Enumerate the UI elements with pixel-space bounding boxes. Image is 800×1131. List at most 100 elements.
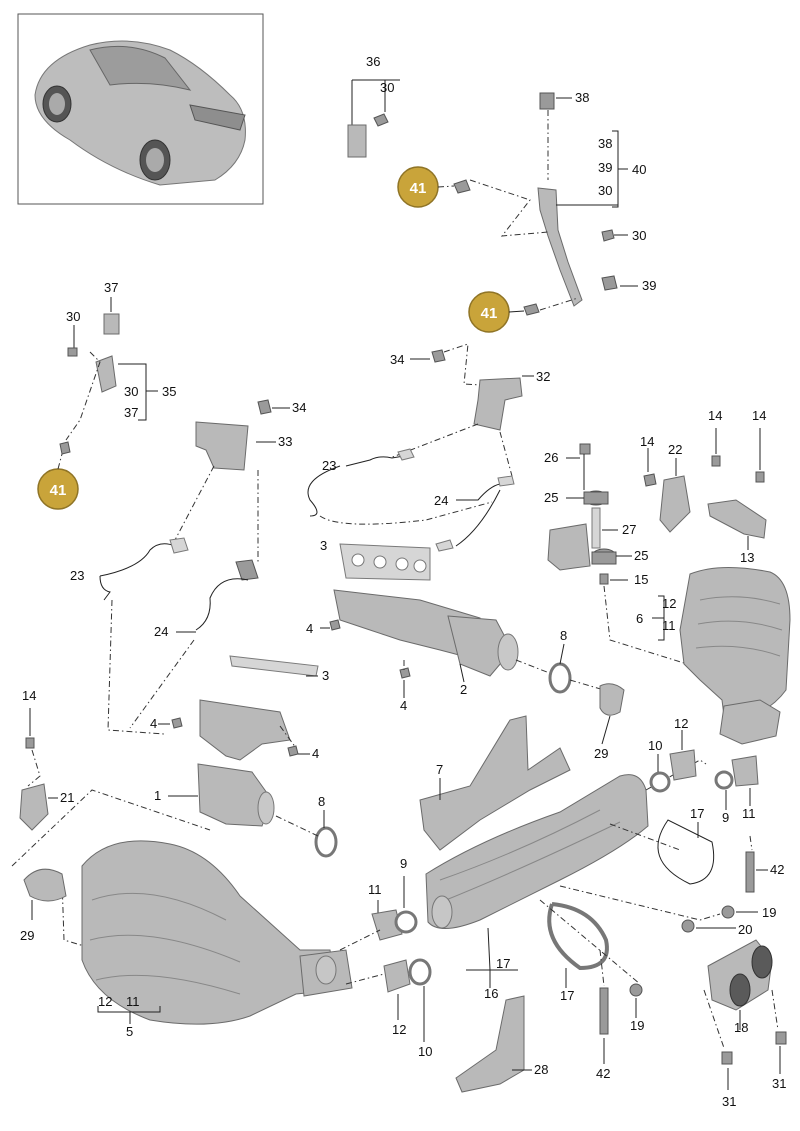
right-mount-group bbox=[547, 428, 767, 669]
sensor-and-bracket-area bbox=[99, 343, 534, 735]
exhaust-manifold-upper bbox=[320, 543, 625, 745]
label-24: 24 bbox=[154, 624, 168, 639]
label-31: 31 bbox=[772, 1076, 786, 1091]
right-clamp-group bbox=[559, 730, 768, 933]
label-3: 3 bbox=[320, 538, 327, 553]
bottom-bracket bbox=[455, 995, 532, 1093]
label-24: 24 bbox=[434, 493, 448, 508]
label-39: 39 bbox=[598, 160, 612, 175]
label-11: 11 bbox=[742, 806, 756, 821]
rear-muffler bbox=[425, 759, 707, 988]
label-12: 12 bbox=[674, 716, 688, 731]
label-42: 42 bbox=[770, 862, 784, 877]
label-38: 38 bbox=[575, 90, 589, 105]
label-30: 30 bbox=[598, 183, 612, 198]
label-38: 38 bbox=[598, 136, 612, 151]
part-number-labels: 36 30 38 38 39 40 30 30 39 37 30 30 35 3… bbox=[20, 54, 786, 1109]
right-heat-shield bbox=[652, 567, 791, 745]
label-42: 42 bbox=[596, 1066, 610, 1081]
label-34: 34 bbox=[292, 400, 306, 415]
label-11: 11 bbox=[368, 882, 382, 897]
label-5: 5 bbox=[126, 1024, 133, 1039]
label-8: 8 bbox=[560, 628, 567, 643]
badge-text: 41 bbox=[481, 305, 498, 322]
label-30: 30 bbox=[124, 384, 138, 399]
top-bracket-group bbox=[347, 79, 638, 316]
badge-text: 41 bbox=[410, 180, 427, 197]
exhaust-manifold-lower bbox=[158, 655, 338, 858]
label-4: 4 bbox=[312, 746, 319, 761]
label-11: 11 bbox=[662, 618, 676, 633]
lower-clamp bbox=[539, 899, 643, 1064]
label-27: 27 bbox=[622, 522, 636, 537]
label-40: 40 bbox=[632, 162, 646, 177]
car-thumbnail bbox=[17, 13, 264, 205]
label-8: 8 bbox=[318, 794, 325, 809]
label-3: 3 bbox=[322, 668, 329, 683]
car-thumbnail-icon bbox=[34, 40, 246, 186]
label-15: 15 bbox=[634, 572, 648, 587]
label-34: 34 bbox=[390, 352, 404, 367]
label-17: 17 bbox=[560, 988, 574, 1003]
gasket-clamp-group bbox=[339, 876, 432, 1042]
label-4: 4 bbox=[306, 621, 313, 636]
label-30: 30 bbox=[632, 228, 646, 243]
label-14: 14 bbox=[708, 408, 722, 423]
label-19: 19 bbox=[762, 905, 776, 920]
label-9: 9 bbox=[400, 856, 407, 871]
callout-badge[interactable]: 41 bbox=[468, 291, 510, 333]
label-31: 31 bbox=[722, 1094, 736, 1109]
label-36: 36 bbox=[366, 54, 380, 69]
label-7: 7 bbox=[436, 762, 443, 777]
label-2: 2 bbox=[460, 682, 467, 697]
left-mount-group bbox=[19, 708, 58, 831]
left-muffler bbox=[11, 789, 353, 1025]
label-14: 14 bbox=[752, 408, 766, 423]
label-1: 1 bbox=[154, 788, 161, 803]
label-30: 30 bbox=[66, 309, 80, 324]
label-35: 35 bbox=[162, 384, 176, 399]
label-19: 19 bbox=[630, 1018, 644, 1033]
label-4: 4 bbox=[400, 698, 407, 713]
label-25: 25 bbox=[544, 490, 558, 505]
label-32: 32 bbox=[536, 369, 550, 384]
label-17: 17 bbox=[496, 956, 510, 971]
label-12: 12 bbox=[98, 994, 112, 1009]
label-10: 10 bbox=[648, 738, 662, 753]
label-37: 37 bbox=[124, 405, 138, 420]
label-26: 26 bbox=[544, 450, 558, 465]
label-12: 12 bbox=[392, 1022, 406, 1037]
label-30: 30 bbox=[380, 80, 394, 95]
label-13: 13 bbox=[740, 550, 754, 565]
label-39: 39 bbox=[642, 278, 656, 293]
label-29: 29 bbox=[20, 928, 34, 943]
label-37: 37 bbox=[104, 280, 118, 295]
label-22: 22 bbox=[668, 442, 682, 457]
label-28: 28 bbox=[534, 1062, 548, 1077]
label-20: 20 bbox=[738, 922, 752, 937]
left-bracket-group bbox=[59, 297, 158, 455]
label-23: 23 bbox=[70, 568, 84, 583]
label-6: 6 bbox=[636, 611, 643, 626]
tailpipe-group bbox=[703, 939, 787, 1090]
lower-heat-shield-bracket bbox=[419, 715, 571, 851]
callout-badge[interactable]: 41 bbox=[397, 166, 439, 208]
label-21: 21 bbox=[60, 790, 74, 805]
label-18: 18 bbox=[734, 1020, 748, 1035]
label-17: 17 bbox=[690, 806, 704, 821]
label-14: 14 bbox=[22, 688, 36, 703]
label-12: 12 bbox=[662, 596, 676, 611]
label-23: 23 bbox=[322, 458, 336, 473]
label-33: 33 bbox=[278, 434, 292, 449]
label-11: 11 bbox=[126, 994, 140, 1009]
badge-text: 41 bbox=[50, 482, 67, 499]
label-29: 29 bbox=[594, 746, 608, 761]
label-25: 25 bbox=[634, 548, 648, 563]
label-14: 14 bbox=[640, 434, 654, 449]
label-16: 16 bbox=[484, 986, 498, 1001]
callout-badge[interactable]: 41 bbox=[37, 468, 79, 510]
label-9: 9 bbox=[722, 810, 729, 825]
label-10: 10 bbox=[418, 1044, 432, 1059]
label-4: 4 bbox=[150, 716, 157, 731]
